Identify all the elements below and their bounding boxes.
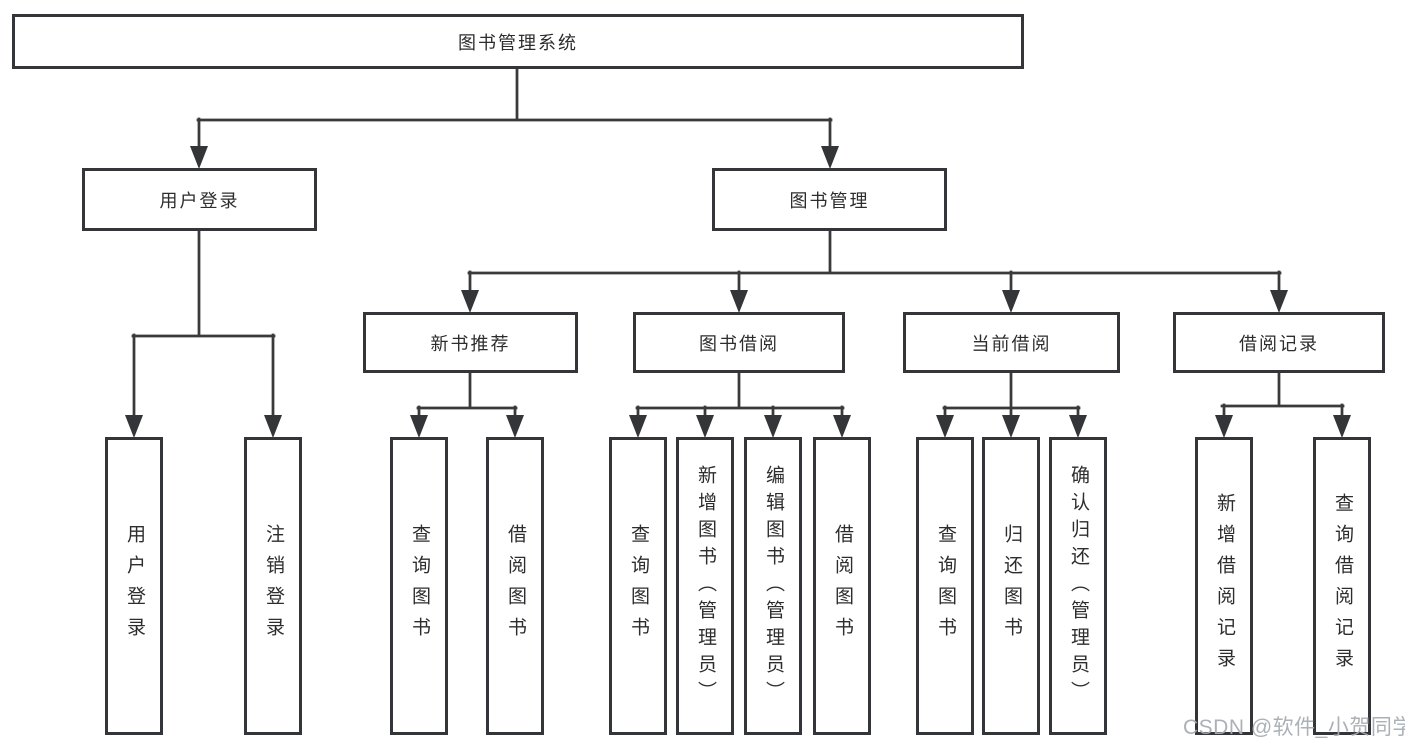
leaf-records-query-borrow-record: 查询借阅记录 [1313,437,1371,735]
leaf-logout-login-label: 注销登录 [262,524,284,648]
node-book-management: 图书管理 [712,168,947,231]
leaf-borrowing-query-books-label: 查询图书 [627,524,649,648]
leaf-borrowing-query-books: 查询图书 [609,437,667,735]
leaf-current-query-books: 查询图书 [916,437,974,735]
node-book-borrowing-label: 图书借阅 [699,333,779,354]
arrowheads [125,146,1351,438]
node-library-management-system: 图书管理系统 [12,14,1024,69]
node-current-borrowing: 当前借阅 [903,312,1120,373]
leaf-recommend-borrow-books: 借阅图书 [486,437,544,735]
node-current-borrowing-label: 当前借阅 [971,333,1052,354]
leaf-current-return-books: 归还图书 [982,437,1040,735]
leaf-borrowing-edit-books-admin: 编辑图书（管理员） [744,437,802,735]
leaf-records-query-borrow-record-label: 查询借阅记录 [1331,493,1353,679]
node-borrowing-records-label: 借阅记录 [1239,333,1319,354]
node-user-login-label: 用户登录 [159,190,240,211]
node-new-book-recommend: 新书推荐 [363,312,578,373]
leaf-borrowing-edit-books-admin-label: 编辑图书（管理员） [762,464,784,708]
leaf-recommend-borrow-books-label: 借阅图书 [504,524,526,648]
node-book-management-label: 图书管理 [789,190,870,211]
leaf-user-login: 用户登录 [105,437,163,735]
node-book-borrowing: 图书借阅 [633,312,845,373]
node-library-management-system-label: 图书管理系统 [458,32,578,53]
leaf-current-query-books-label: 查询图书 [934,524,956,648]
leaf-user-login-label: 用户登录 [123,524,145,648]
leaf-records-add-borrow-record: 新增借阅记录 [1195,437,1253,735]
leaf-records-add-borrow-record-label: 新增借阅记录 [1213,493,1235,679]
leaf-recommend-query-books: 查询图书 [390,437,448,735]
leaf-recommend-query-books-label: 查询图书 [408,524,430,648]
leaf-current-confirm-return-admin-label: 确认归还（管理员） [1067,464,1089,708]
leaf-current-return-books-label: 归还图书 [1000,524,1022,648]
node-borrowing-records: 借阅记录 [1173,312,1385,373]
leaf-logout-login: 注销登录 [244,437,302,735]
leaf-borrowing-borrow-books: 借阅图书 [813,437,871,735]
leaf-borrowing-add-books-admin: 新增图书（管理员） [676,437,734,735]
leaf-current-confirm-return-admin: 确认归还（管理员） [1049,437,1107,735]
leaf-borrowing-borrow-books-label: 借阅图书 [831,524,853,648]
node-user-login: 用户登录 [82,168,317,231]
leaf-borrowing-add-books-admin-label: 新增图书（管理员） [694,464,716,708]
node-new-book-recommend-label: 新书推荐 [430,333,511,354]
